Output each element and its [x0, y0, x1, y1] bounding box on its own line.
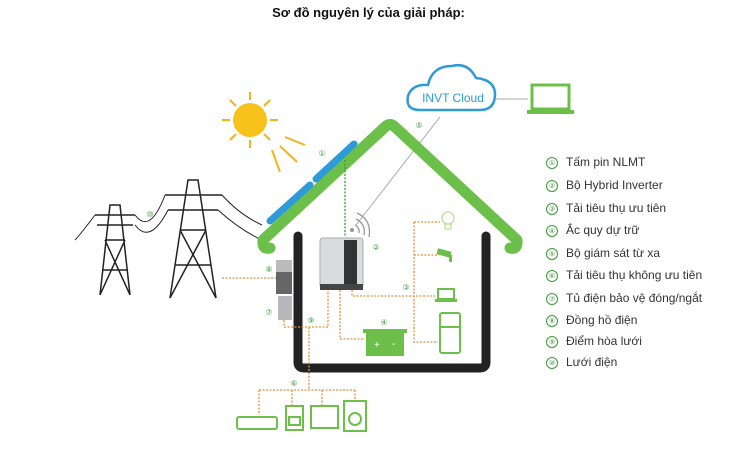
house-roof	[257, 119, 523, 254]
marker-1: ①	[318, 149, 325, 158]
tv-icon	[310, 405, 339, 429]
marker-2: ②	[372, 243, 379, 252]
battery-icon: +-	[363, 329, 407, 356]
coffee-machine-icon	[285, 405, 304, 431]
sun-icon	[222, 92, 306, 173]
power-grid-towers-icon	[74, 179, 263, 299]
camera-icon	[436, 248, 452, 262]
air-conditioner-icon	[236, 416, 278, 430]
fridge-icon	[439, 312, 461, 354]
marker-5: ⑤	[415, 121, 422, 130]
hybrid-inverter-icon	[319, 237, 364, 290]
cloud-label: INVT Cloud	[422, 91, 484, 105]
electric-meter-icon	[276, 260, 292, 294]
marker-9: ⑨	[307, 316, 314, 325]
svg-text:-: -	[392, 339, 395, 350]
washing-machine-icon	[343, 400, 367, 432]
marker-4: ④	[380, 318, 387, 327]
cloud-icon	[406, 64, 497, 112]
marker-6: ⑥	[290, 379, 297, 388]
monitor-laptop-icon	[527, 83, 574, 114]
marker-10: ⑩	[146, 210, 153, 219]
svg-text:+: +	[374, 340, 380, 351]
house-walls	[293, 231, 491, 373]
wifi-icon	[349, 212, 371, 238]
marker-3: ③	[402, 283, 409, 292]
diagram-title: Sơ đồ nguyên lý của giải pháp:	[272, 5, 465, 20]
marker-7: ⑦	[265, 308, 272, 317]
breaker-box-icon	[278, 296, 292, 320]
light-bulb-icon	[441, 211, 455, 230]
laptop-icon	[435, 288, 457, 302]
marker-8: ⑧	[265, 265, 272, 274]
solar-panel-icon	[266, 140, 358, 225]
